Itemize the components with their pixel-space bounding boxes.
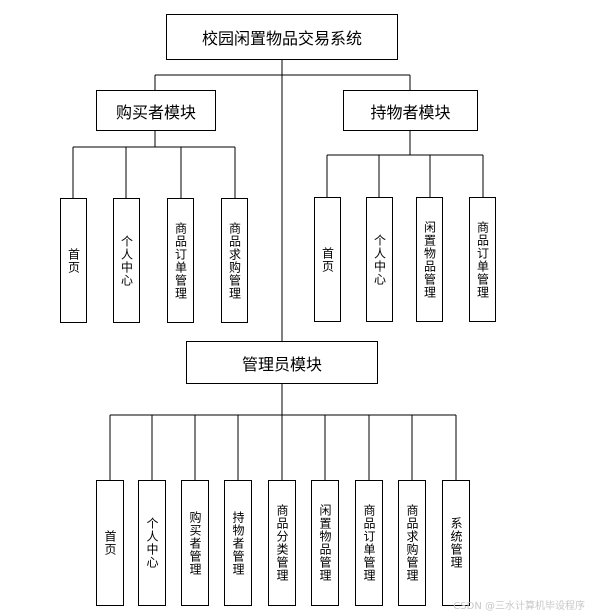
holder-item-label: 商品订单管理 xyxy=(475,220,490,299)
admin-item-label: 购买者管理 xyxy=(188,510,202,576)
admin-item-node: 系统管理 xyxy=(442,480,470,606)
admin-item-label: 商品分类管理 xyxy=(275,504,289,582)
watermark: CSDN @三水计算机毕设程序 xyxy=(453,601,585,612)
holder-item-label: 首页 xyxy=(320,246,335,273)
admin-item-label: 商品订单管理 xyxy=(362,504,376,582)
buyer-item-label: 首页 xyxy=(66,247,81,274)
admin-item-node: 首页 xyxy=(96,480,124,606)
admin-item-node: 商品求购管理 xyxy=(398,480,426,606)
admin-item-label: 商品求购管理 xyxy=(405,504,419,582)
holder-item-node: 商品订单管理 xyxy=(469,197,496,322)
buyer-item-label: 商品求购管理 xyxy=(227,221,242,300)
buyer-module-label: 购买者模块 xyxy=(115,102,196,122)
buyer-item-node: 商品求购管理 xyxy=(221,198,248,323)
admin-item-label: 系统管理 xyxy=(449,517,463,569)
root-label: 校园闲置物品交易系统 xyxy=(201,29,362,48)
admin-module-node: 管理员模块 xyxy=(186,341,378,384)
holder-item-node: 闲置物品管理 xyxy=(416,197,443,322)
buyer-module-node: 购买者模块 xyxy=(96,90,216,131)
admin-item-label: 闲置物品管理 xyxy=(318,504,332,582)
buyer-item-label: 商品订单管理 xyxy=(173,221,188,300)
holder-item-label: 个人中心 xyxy=(372,233,387,286)
holder-item-node: 个人中心 xyxy=(366,197,393,322)
buyer-item-node: 首页 xyxy=(60,198,87,323)
root-node: 校园闲置物品交易系统 xyxy=(166,14,398,60)
admin-item-node: 闲置物品管理 xyxy=(311,480,339,606)
holder-item-label: 闲置物品管理 xyxy=(422,220,437,299)
holder-module-label: 持物者模块 xyxy=(370,102,451,122)
buyer-item-label: 个人中心 xyxy=(119,234,134,287)
admin-item-label: 持物者管理 xyxy=(231,510,245,576)
admin-item-node: 商品订单管理 xyxy=(355,480,383,606)
admin-item-node: 购买者管理 xyxy=(181,480,209,606)
admin-module-label: 管理员模块 xyxy=(241,354,322,374)
admin-item-label: 个人中心 xyxy=(145,517,159,569)
admin-item-node: 持物者管理 xyxy=(224,480,252,606)
buyer-item-node: 个人中心 xyxy=(113,198,140,323)
holder-module-node: 持物者模块 xyxy=(343,90,478,131)
buyer-item-node: 商品订单管理 xyxy=(167,198,194,323)
admin-item-label: 首页 xyxy=(103,530,117,556)
admin-item-node: 商品分类管理 xyxy=(268,480,296,606)
holder-item-node: 首页 xyxy=(314,197,341,322)
admin-item-node: 个人中心 xyxy=(138,480,166,606)
